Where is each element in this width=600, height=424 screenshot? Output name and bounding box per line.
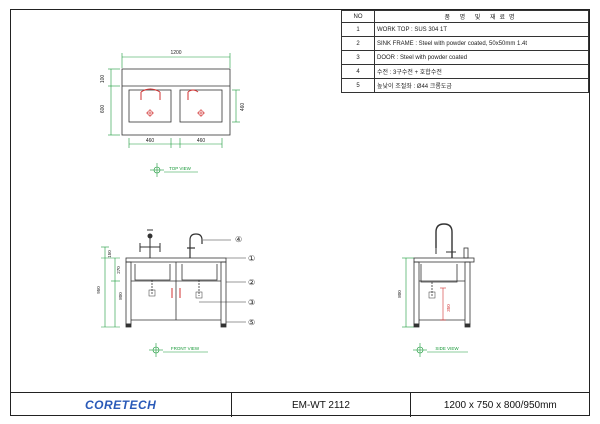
callout-1: ① (248, 254, 255, 263)
side-height-dim (402, 257, 414, 328)
top-bowl-left (128, 89, 172, 123)
top-width-label: 1200 (170, 50, 181, 56)
front-h-total-label: 950 (96, 286, 101, 294)
top-outer-outline (121, 68, 231, 136)
side-worktop (413, 257, 475, 263)
top-depth-label: 600 (100, 105, 106, 114)
top-width-dim (121, 53, 231, 68)
company-logo: CORETECH (84, 398, 157, 412)
callout-3: ③ (248, 298, 255, 307)
technical-drawing: 1200 100 600 (96, 50, 475, 357)
top-view-label: TOP VIEW (169, 166, 192, 171)
front-h-mid-label: 270 (116, 266, 121, 274)
spec-table: NO 품 명 및 재료명 1 WORK TOP : SUS 304 1T 2 S… (341, 10, 589, 93)
side-view-marker (413, 343, 468, 357)
model-number: EM-WT 2112 (291, 399, 350, 411)
title-block: CORETECH EM-WT 2112 1200 x 750 x 800/950… (10, 392, 590, 417)
front-view: 150 270 950 800 (96, 229, 255, 357)
faucet-three-way (139, 229, 161, 258)
drain-marks (146, 109, 205, 117)
front-view-label: FRONT VIEW (171, 346, 200, 351)
front-bowl-left (134, 264, 171, 281)
spec-row: 2 SINK FRAME : Steel with powder coated,… (341, 36, 589, 51)
drawing-frame (10, 9, 590, 416)
top-bowl-depth-dim (232, 89, 240, 123)
side-inner-dim (440, 287, 446, 321)
side-h-body-label: 800 (397, 290, 402, 298)
side-faucet (435, 223, 453, 258)
title-logo-cell: CORETECH (10, 393, 233, 417)
side-view-label: SIDE VIEW (435, 346, 459, 351)
side-view: 800 350 (397, 223, 475, 357)
spec-row-text: 높낮이 조절좌 : Ø44 크롬도금 (374, 78, 589, 93)
product-size: 1200 x 750 x 800/950mm (443, 399, 557, 411)
front-h-body-label: 800 (118, 292, 123, 300)
callout-5: ⑤ (248, 318, 255, 327)
title-model-cell: EM-WT 2112 (232, 393, 411, 417)
top-depth-top-label: 100 (100, 75, 106, 84)
faucet-gooseneck (187, 233, 203, 258)
top-bowl-w1-label: 460 (146, 138, 155, 144)
callout-4: ④ (235, 235, 242, 244)
callout-leaders (199, 239, 246, 323)
spec-row-no: 5 (341, 78, 375, 93)
top-bowl-depth-label: 460 (240, 103, 246, 112)
front-h-top-label: 150 (107, 250, 112, 258)
front-view-marker (149, 343, 208, 357)
callout-2: ② (248, 278, 255, 287)
faucet-top-marks (140, 88, 199, 100)
front-leg-left (125, 261, 132, 325)
top-view: 1200 100 600 (100, 50, 246, 177)
title-size-cell: 1200 x 750 x 800/950mm (411, 393, 590, 417)
top-bowl-right (179, 89, 223, 123)
top-bowl-width-dims (128, 138, 223, 148)
front-bowl-right (181, 264, 218, 281)
side-inner-label: 350 (446, 304, 451, 312)
front-leg-right (220, 261, 227, 325)
top-depth-dim (108, 68, 120, 136)
front-worktop (125, 257, 227, 263)
top-bowl-w2-label: 460 (197, 138, 206, 144)
spec-row: 3 DOOR : Steel with powder coated (341, 50, 589, 65)
spec-row: 5 높낮이 조절좌 : Ø44 크롬도금 (341, 78, 589, 93)
top-view-marker (150, 163, 198, 177)
spec-row: 1 WORK TOP : SUS 304 1T (341, 22, 589, 37)
front-height-dims (101, 246, 120, 328)
side-bowl (420, 264, 458, 283)
